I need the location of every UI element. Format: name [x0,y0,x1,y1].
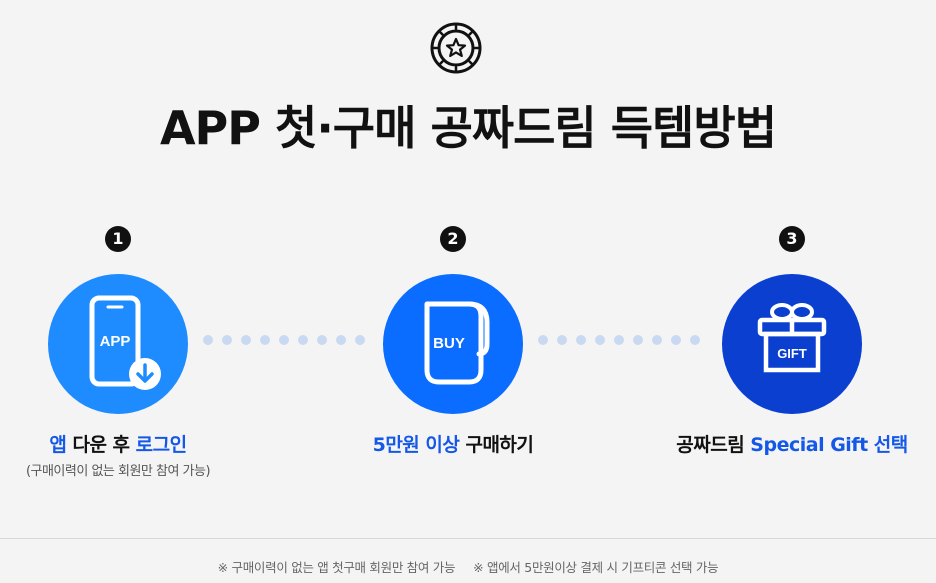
step-2: 2 [323,226,583,252]
app-icon-text: APP [100,333,131,350]
footer-note-1: ※ 구매이력이 없는 앱 첫구매 회원만 참여 가능 [217,560,456,575]
step-number: 3 [779,226,805,252]
step-1-circle: APP [48,274,188,414]
step-2-label: 5만원 이상 구매하기 [372,434,534,456]
step-1-sub: (구매이력이 없는 회원만 참여 가능) [25,464,211,479]
step-3-label: 공짜드림 Special Gift 선택 [676,434,908,456]
star-badge-icon [428,20,484,76]
receipt-buy-icon: BUY [424,301,490,385]
gift-icon-text: GIFT [777,346,807,361]
step-2-circle: BUY [383,274,523,414]
step-3-circle: GIFT [722,274,862,414]
step-connector [203,334,365,346]
page-title: APP 첫·구매 공짜드림 득템방법 [159,101,777,155]
step-number: 1 [105,226,131,252]
step-number: 2 [440,226,466,252]
buy-icon-text: BUY [433,335,465,352]
footer-note-2: ※ 앱에서 5만원이상 결제 시 기프티콘 선택 가능 [473,560,719,575]
step-1: 1 [0,226,248,252]
gift-box-icon: GIFT [757,303,827,373]
phone-download-icon: APP [89,295,161,390]
footer-divider [0,538,936,539]
step-1-label: 앱 다운 후 로그인 [49,434,187,456]
footer-notes: ※ 구매이력이 없는 앱 첫구매 회원만 참여 가능 ※ 앱에서 5만원이상 결제… [0,557,936,576]
step-3: 3 [662,226,922,252]
step-connector [538,334,700,346]
